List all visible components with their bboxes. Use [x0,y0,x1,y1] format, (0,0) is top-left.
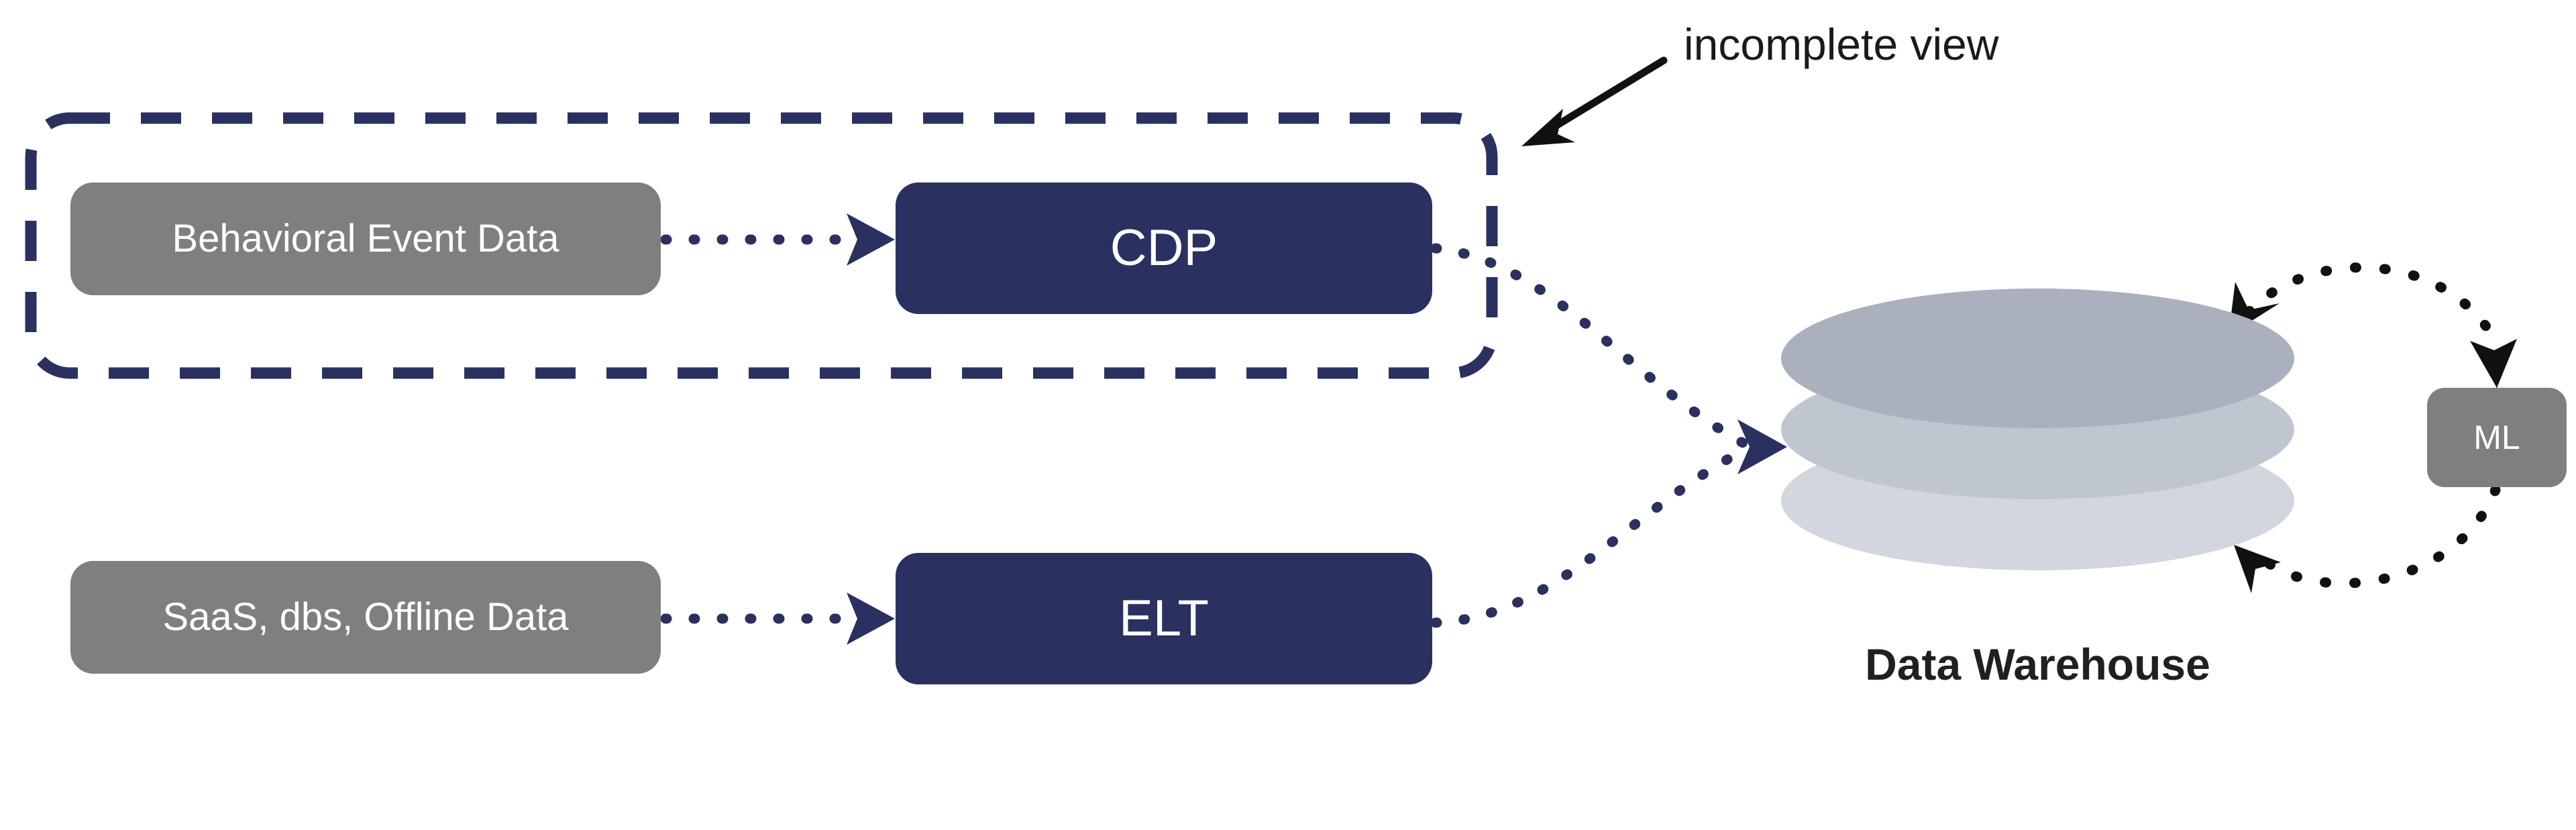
data-warehouse-label: Data Warehouse [1865,639,2210,689]
process-node-elt[interactable]: ELT [896,553,1432,684]
data-warehouse-cylinder[interactable] [1781,289,2294,570]
edge-elt-to-warehouse [1430,419,1787,628]
source-node-behavioral-event-data[interactable]: Behavioral Event Data [70,183,661,295]
edge-cdp-to-warehouse [1430,243,1748,448]
ml-node[interactable]: ML [2427,388,2567,487]
process-node-cdp[interactable]: CDP [896,183,1432,314]
annotation-incomplete-view-label: incomplete view [1684,19,1999,69]
source-node-saas-dbs-offline-data[interactable]: SaaS, dbs, Offline Data [70,561,661,674]
edge-saas-to-elt [660,592,895,645]
edge-behavioral-to-cdp [660,213,895,266]
warehouse-disc-top [1781,289,2294,428]
annotation-pointer-arrow [1521,56,1668,146]
